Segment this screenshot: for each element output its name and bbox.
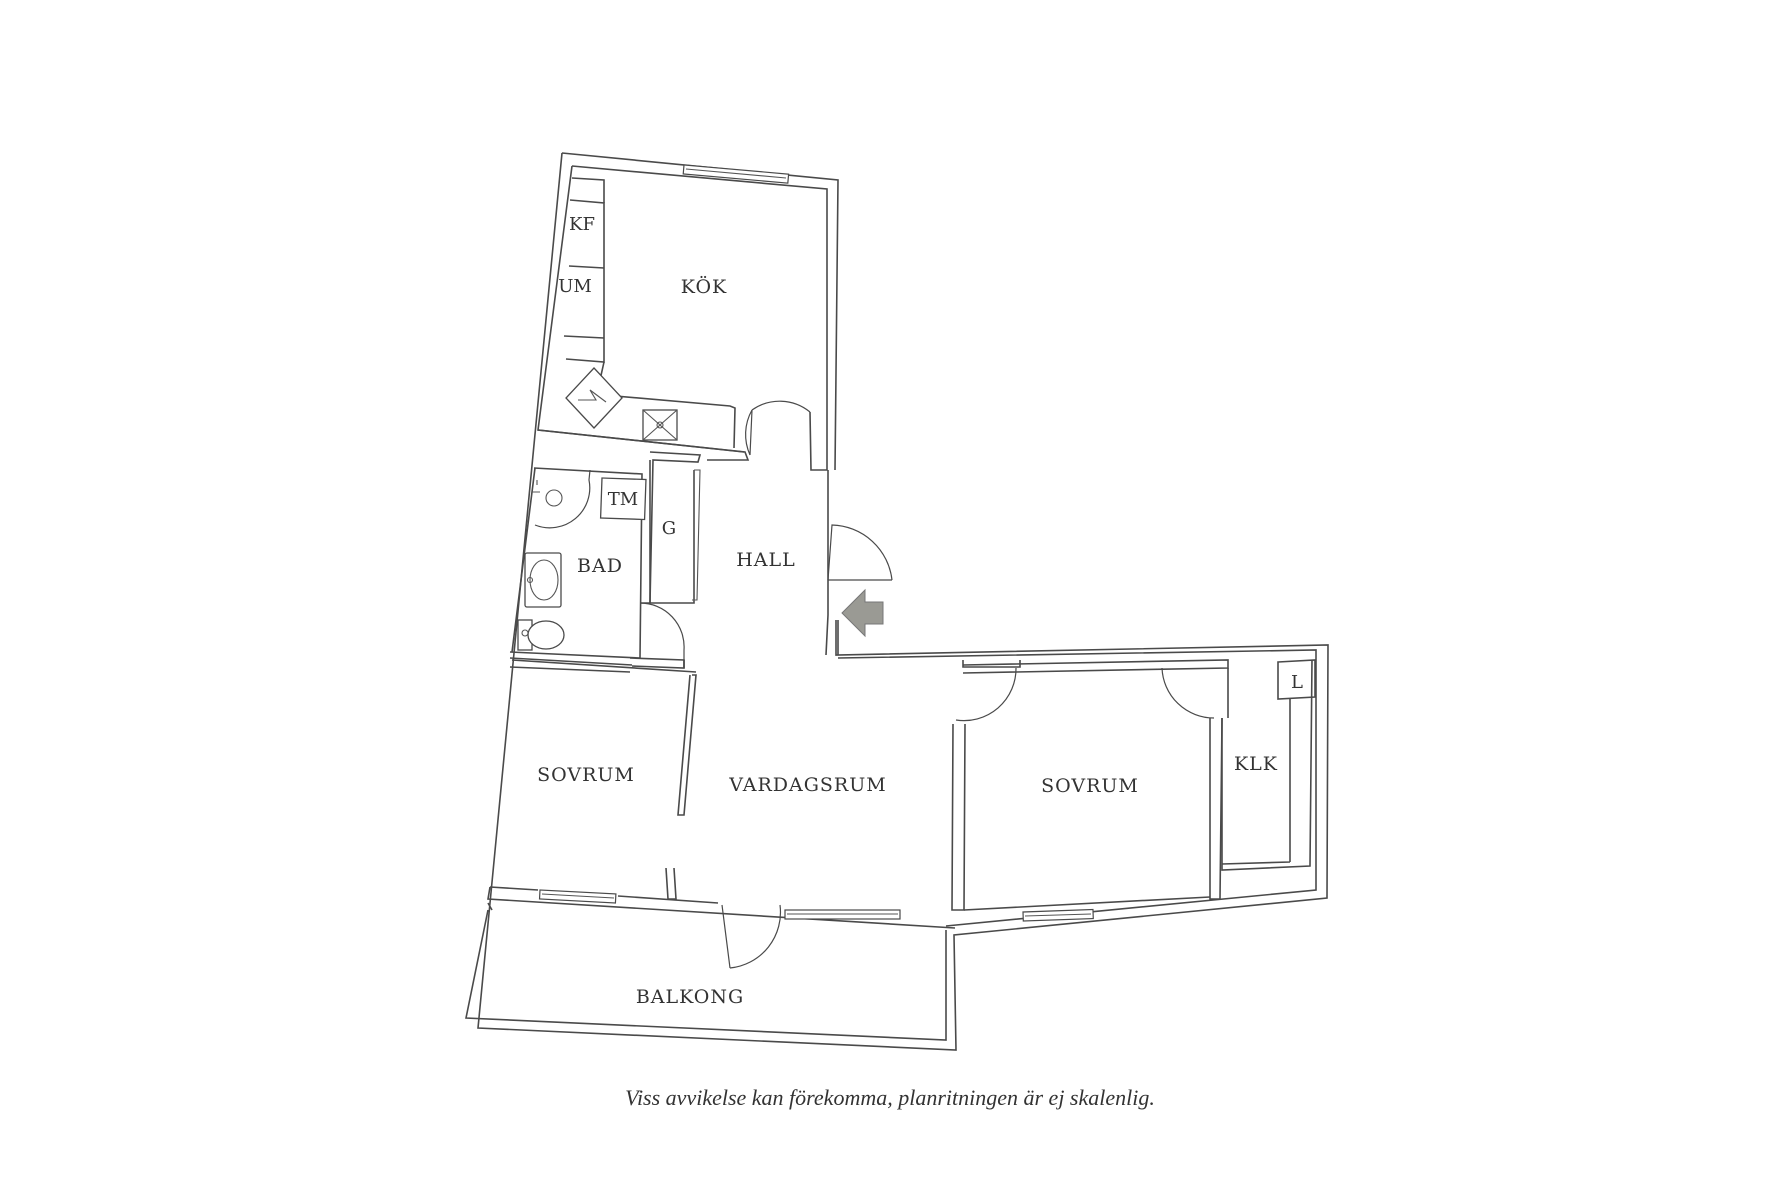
- fixtures: [517, 177, 884, 651]
- shower-icon: [532, 469, 591, 529]
- entrance-arrow-icon: [841, 588, 884, 638]
- door-kitchen: [749, 400, 811, 456]
- label-tm: TM: [608, 489, 638, 510]
- door-balcony: [721, 904, 782, 969]
- label-sovrum-left: SOVRUM: [537, 764, 635, 786]
- windows: [538, 164, 1094, 922]
- kitchen-sink-icon: [642, 409, 678, 441]
- label-bad: BAD: [577, 555, 623, 577]
- label-sovrum-right: SOVRUM: [1041, 775, 1139, 797]
- label-hall: HALL: [736, 549, 796, 571]
- door-entrance: [827, 524, 893, 581]
- stove-icon: [565, 367, 623, 429]
- label-kf: KF: [569, 214, 595, 235]
- door-closet: [1161, 667, 1215, 719]
- label-l: L: [1291, 672, 1303, 693]
- label-g: G: [662, 518, 676, 539]
- window-kitchen: [682, 164, 790, 184]
- door-bedroom-right: [955, 667, 1017, 722]
- label-kok: KÖK: [681, 275, 727, 298]
- toilet-icon: [517, 619, 565, 651]
- label-balkong: BALKONG: [636, 986, 744, 1008]
- label-klk: KLK: [1234, 753, 1278, 775]
- doors: [639, 400, 1215, 969]
- disclaimer-text: Viss avvikelse kan förekomma, planritnin…: [625, 1085, 1155, 1110]
- washbasin-icon: [524, 552, 562, 608]
- label-vardagsrum: VARDAGSRUM: [728, 774, 886, 796]
- label-um: UM: [558, 276, 592, 297]
- outer-walls: [465, 152, 1329, 1051]
- door-bath: [639, 602, 685, 660]
- room-labels: KÖK KF UM TM BAD G HALL SOVRUM VARDAGSRU…: [537, 214, 1303, 1008]
